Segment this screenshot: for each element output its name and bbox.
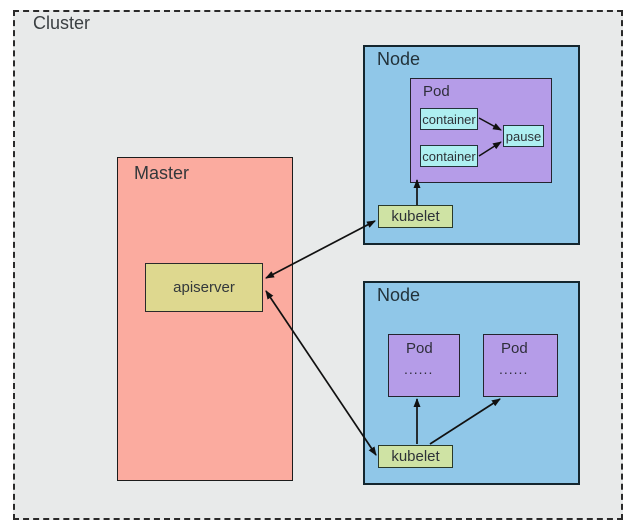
master-label: Master [134,163,190,183]
kubelet-box-top-node: kubelet [378,205,453,228]
pod-bottom-left-ellipsis: ...... [404,361,434,377]
apiserver-box: apiserver [145,263,263,312]
container-box-2: container [420,145,478,167]
kubelet-box-bottom-node: kubelet [378,445,453,468]
pod-box-bottom-right: Pod ...... [483,334,558,397]
pod-bottom-right-label: Pod [501,340,528,357]
pod-box-bottom-left: Pod ...... [388,334,460,397]
node-bottom-label: Node [377,285,421,305]
container-box-1: container [420,108,478,130]
cluster-label: Cluster [33,13,91,33]
node-top-label: Node [377,49,421,69]
pod-top-label: Pod [423,83,450,100]
pause-box: pause [503,125,544,147]
pod-bottom-right-ellipsis: ...... [499,361,529,377]
master-box [117,157,293,481]
pod-bottom-left-label: Pod [406,340,433,357]
